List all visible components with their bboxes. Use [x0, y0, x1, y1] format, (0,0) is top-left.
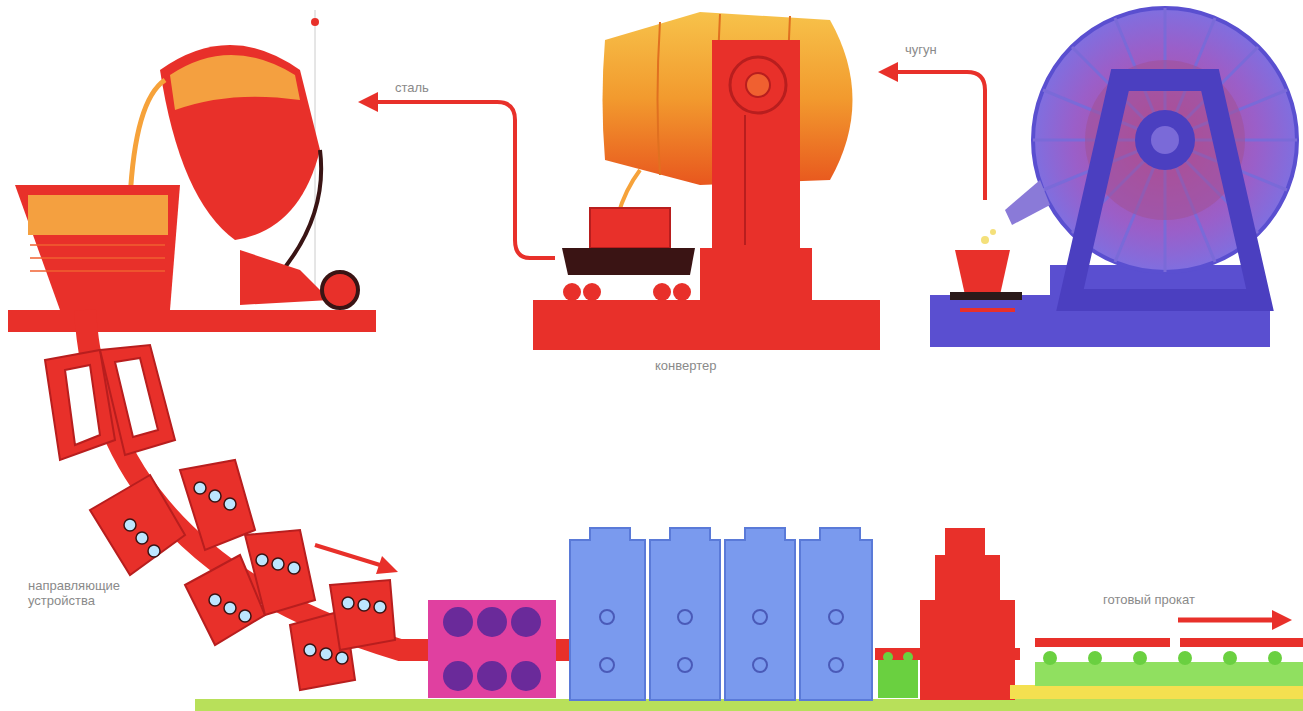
text-label: чугун: [905, 42, 965, 57]
text-label: готовый прокат: [1103, 592, 1233, 607]
shear: [875, 528, 1020, 700]
arrow-head: [358, 92, 378, 112]
pinch-rolls: [428, 600, 556, 698]
ladle: [8, 10, 376, 332]
caster: [45, 310, 580, 690]
text-label: направляющие устройства: [28, 578, 138, 608]
converter: [533, 12, 880, 350]
roll-marks: [600, 610, 843, 672]
flow-arrow: [375, 102, 555, 258]
arrow-head: [878, 62, 898, 82]
text-label: сталь: [395, 80, 455, 95]
text-label: конвертер: [655, 358, 755, 373]
flow-arrow: [895, 72, 985, 200]
rolling-mill: [570, 528, 872, 700]
roller-table: [1010, 610, 1303, 699]
